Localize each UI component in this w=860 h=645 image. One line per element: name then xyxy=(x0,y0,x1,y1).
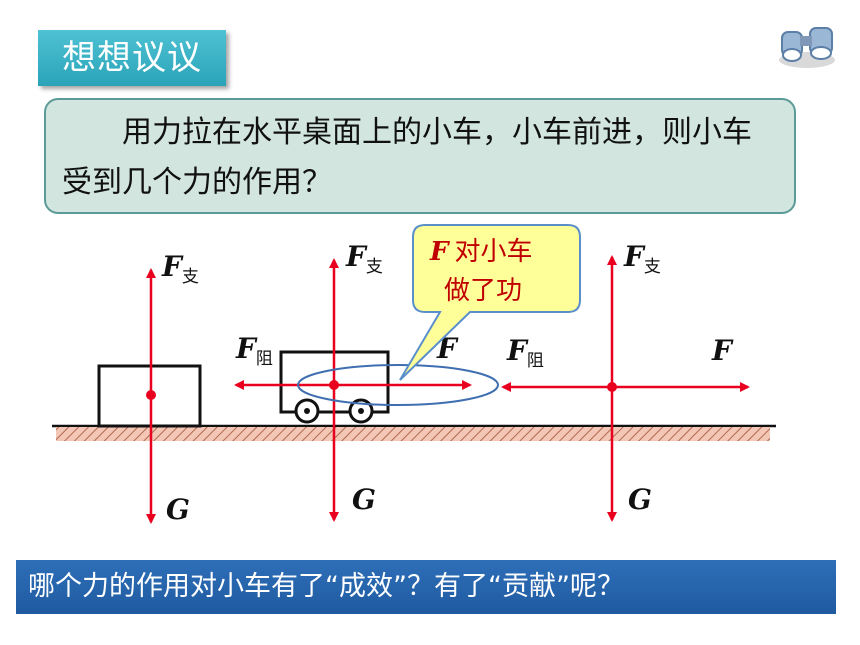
center-dot-2 xyxy=(329,380,339,390)
support-label-2: F支 xyxy=(345,240,383,277)
question-box: 用力拉在水平桌面上的小车，小车前进，则小车受到几个力的作用？ xyxy=(44,98,796,214)
gravity-label-1: G xyxy=(166,493,190,526)
highlight-ellipse xyxy=(297,364,499,406)
bottom-question-text: 哪个力的作用对小车有了“成效”？有了“贡献”呢？ xyxy=(28,571,624,602)
resist-label-2: F阻 xyxy=(235,332,273,369)
callout-line-2: 做了功 xyxy=(444,276,522,306)
question-text: 用力拉在水平桌面上的小车，小车前进，则小车受到几个力的作用？ xyxy=(62,115,752,200)
resist-label-3: F阻 xyxy=(506,334,544,371)
ground-hatch xyxy=(56,427,770,441)
gravity-label-3: G xyxy=(628,483,652,516)
center-dot-1 xyxy=(146,390,156,400)
gravity-label-2: G xyxy=(352,483,376,516)
support-label-1: F支 xyxy=(161,250,199,287)
center-dot-3 xyxy=(607,382,617,392)
callout-bubble xyxy=(399,224,581,381)
support-label-3: F支 xyxy=(623,240,661,277)
pull-label-3: F xyxy=(711,334,734,367)
bottom-question-bar: 哪个力的作用对小车有了“成效”？有了“贡献”呢？ xyxy=(16,560,836,614)
slide-title: 想想议议 xyxy=(38,30,226,86)
binoculars-icon xyxy=(776,22,838,74)
